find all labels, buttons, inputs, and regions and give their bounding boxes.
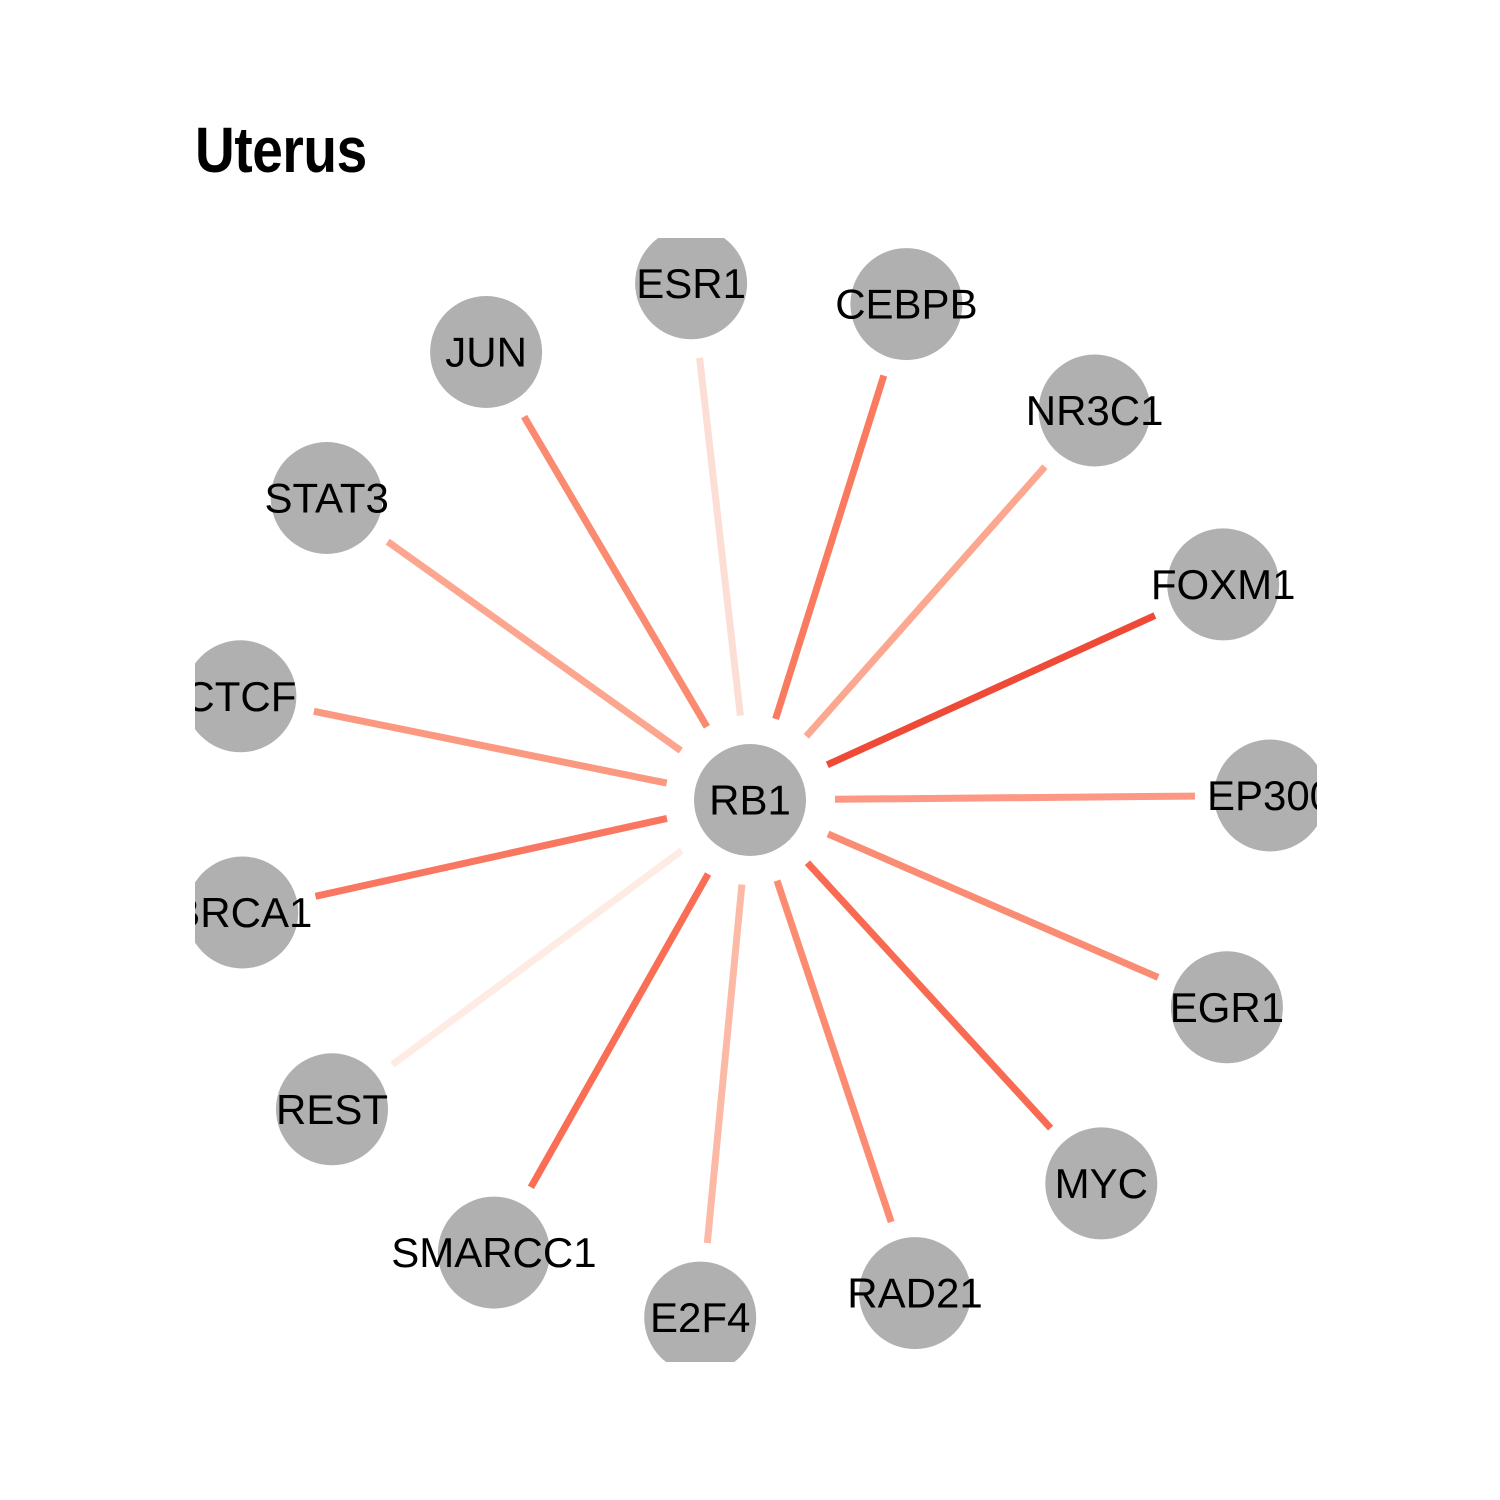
node-label-brca1: BRCA1 — [172, 889, 312, 936]
figure-title: Uterus — [195, 114, 367, 186]
node-circle-esr1 — [635, 238, 748, 340]
node-circle-nr3c1 — [1038, 354, 1151, 467]
node-label-ctcf: CTCF — [184, 673, 296, 720]
node-circle-jun — [430, 296, 543, 408]
node-label-rad21: RAD21 — [847, 1270, 982, 1317]
node-circle-smarcc1 — [437, 1196, 550, 1309]
node-label-egr1: EGR1 — [1170, 984, 1284, 1031]
node-label-foxm1: FOXM1 — [1151, 561, 1296, 608]
node-label-myc: MYC — [1055, 1160, 1148, 1207]
node-nr3c1: NR3C1 — [1026, 354, 1164, 467]
node-smarcc1: SMARCC1 — [391, 1196, 597, 1309]
edge-rb1-e2f4 — [703, 884, 746, 1244]
node-label-nr3c1: NR3C1 — [1026, 387, 1164, 434]
node-rest: REST — [276, 1053, 388, 1166]
node-circle-rest — [276, 1053, 388, 1166]
node-egr1: EGR1 — [1170, 951, 1284, 1064]
node-label-cebpb: CEBPB — [835, 281, 977, 328]
node-circle-ctcf — [195, 640, 297, 753]
node-circle-foxm1 — [1167, 528, 1280, 641]
node-circle-rb1 — [694, 744, 806, 856]
node-ep300: EP300 — [1207, 739, 1333, 852]
node-e2f4: E2F4 — [644, 1261, 757, 1362]
node-circle-egr1 — [1170, 951, 1283, 1064]
edge-rb1-smarcc1 — [527, 872, 712, 1190]
node-myc: MYC — [1045, 1127, 1158, 1240]
node-cebpb: CEBPB — [835, 248, 978, 361]
node-circle-brca1 — [195, 856, 299, 969]
node-circle-rad21 — [859, 1237, 971, 1350]
edge-rb1-stat3 — [385, 538, 683, 754]
node-label-ep300: EP300 — [1207, 772, 1333, 819]
node-rb1: RB1 — [694, 744, 806, 856]
edge-rb1-esr1 — [696, 357, 744, 716]
node-label-rb1: RB1 — [709, 777, 791, 824]
edge-rb1-ctcf — [313, 707, 668, 787]
node-circle-e2f4 — [644, 1261, 757, 1362]
edge-rb1-nr3c1 — [803, 464, 1048, 739]
edge-rb1-rest — [390, 847, 684, 1068]
edge-rb1-brca1 — [314, 814, 668, 900]
edges-layer — [313, 357, 1196, 1244]
node-brca1: BRCA1 — [172, 856, 312, 969]
node-circle-stat3 — [270, 442, 383, 554]
edge-rb1-rad21 — [773, 879, 895, 1224]
node-ctcf: CTCF — [184, 640, 297, 753]
node-circle-myc — [1045, 1127, 1158, 1240]
node-label-jun: JUN — [445, 329, 527, 376]
node-esr1: ESR1 — [635, 238, 748, 340]
node-circle-ep300 — [1214, 739, 1317, 852]
node-circle-cebpb — [850, 248, 963, 361]
edge-rb1-jun — [521, 414, 710, 729]
node-label-stat3: STAT3 — [264, 475, 388, 522]
node-stat3: STAT3 — [264, 442, 389, 554]
node-jun: JUN — [430, 296, 543, 408]
node-label-e2f4: E2F4 — [650, 1294, 750, 1341]
edge-rb1-ep300 — [834, 792, 1196, 803]
edge-rb1-cebpb — [772, 374, 888, 720]
node-rad21: RAD21 — [847, 1237, 983, 1350]
node-label-rest: REST — [276, 1086, 388, 1133]
node-foxm1: FOXM1 — [1151, 528, 1296, 641]
node-label-smarcc1: SMARCC1 — [391, 1229, 596, 1276]
edge-rb1-myc — [804, 860, 1054, 1131]
edge-rb1-egr1 — [826, 830, 1160, 981]
node-label-esr1: ESR1 — [636, 260, 746, 307]
edge-rb1-foxm1 — [825, 612, 1157, 768]
